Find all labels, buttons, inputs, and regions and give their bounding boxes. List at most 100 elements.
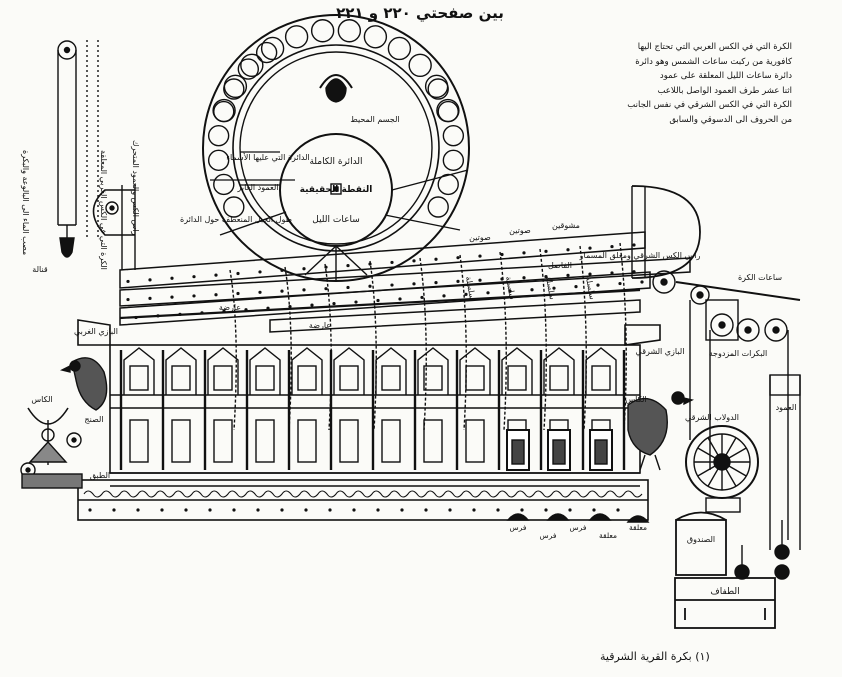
rivet <box>328 508 332 512</box>
chain <box>499 251 507 431</box>
label-eagle-left: البازي الغربي <box>74 327 118 336</box>
bottom-label: معلقة <box>629 523 647 532</box>
dial-window <box>284 25 309 49</box>
door-bay <box>455 347 491 470</box>
rivet <box>616 508 620 512</box>
rivet <box>258 290 262 294</box>
rivet <box>500 252 504 257</box>
chain-label: سلسلة <box>584 276 597 301</box>
door-bay <box>287 347 323 470</box>
rivet <box>184 508 188 512</box>
wheel-spoke <box>725 468 737 487</box>
rivet <box>354 300 358 304</box>
wheel-spoke <box>697 465 716 477</box>
rivet <box>530 288 534 292</box>
rivet <box>346 285 350 290</box>
chain-labels: سلسلة سلسلة سلسلة سلسلة <box>464 276 597 301</box>
chain <box>419 257 427 431</box>
label-bar-lower-left: الطبق <box>90 471 110 480</box>
bottom-label: معلقة <box>599 531 617 540</box>
dial-window <box>255 41 278 64</box>
note-line: كافورية من ركبت ساعات الشمس وهو دائرة <box>635 56 792 67</box>
rivet <box>442 294 446 298</box>
rivet <box>376 508 380 512</box>
rivet <box>486 291 490 295</box>
rivet <box>192 275 196 279</box>
chain <box>229 269 237 431</box>
dial-window <box>427 78 449 100</box>
rivet <box>310 303 314 307</box>
chain-label: سلسلة <box>544 276 557 301</box>
note-line: من الحروف الى الدسوقي والسابق <box>669 114 792 125</box>
label-rope-main: راس الكس الشرقي ومعلق المسمار <box>579 251 701 260</box>
rivet <box>280 268 284 272</box>
dial-window <box>213 100 235 123</box>
rivet <box>574 285 578 289</box>
rivet <box>566 248 570 252</box>
wheel-spoke <box>707 468 719 487</box>
dial-window <box>260 36 285 61</box>
label-box-upper: الصندوق <box>687 535 715 544</box>
rivet <box>280 508 284 512</box>
rivet <box>588 272 592 276</box>
rivet <box>302 267 306 271</box>
dial-night-hours: ساعات الليل <box>312 215 359 225</box>
rivet <box>244 308 248 312</box>
rivet <box>170 276 174 280</box>
note-line: الكرة التي في الكس الشرقي في نفس الجانب <box>627 100 792 110</box>
rivet <box>258 270 262 274</box>
label-pulley-group: البكرات المزدوجة <box>709 349 768 358</box>
rivet <box>456 256 460 260</box>
chain-label: سلسلة <box>464 276 477 301</box>
rivet <box>178 312 182 316</box>
figure-caption: (١) بكرة القرية الشرقية <box>600 650 710 663</box>
wheel-spoke <box>728 465 747 477</box>
rivet <box>112 508 116 512</box>
label-cup-left: الكاس <box>31 395 52 404</box>
dial-window <box>437 100 459 123</box>
dial-window <box>213 173 235 196</box>
wheel-spoke <box>725 437 737 456</box>
vertical-note: الكرة التي في الكس الغربي المعلقة <box>99 150 108 270</box>
rivet <box>136 508 140 512</box>
rivet <box>434 281 438 285</box>
wheel-spoke <box>728 447 747 459</box>
rivet <box>192 294 196 298</box>
door-bay <box>329 347 365 470</box>
rivet <box>214 273 218 277</box>
rivet <box>522 251 526 255</box>
rivet <box>544 249 548 253</box>
rivet <box>588 246 592 250</box>
dial-window <box>207 124 230 147</box>
dial-left-label: العمود العابر <box>237 183 279 192</box>
dial-center-label: النقطة الحقيقية <box>300 185 373 195</box>
right-eagle <box>627 391 695 471</box>
rivet <box>222 309 226 313</box>
dial-window <box>207 149 230 172</box>
label-cup-right: الكاس <box>625 395 646 404</box>
note-line: الكرة التي في الكس العربي التي تحتاج الي… <box>637 42 792 52</box>
chain-label: سلسلة <box>504 276 517 301</box>
dial-window <box>310 19 335 43</box>
base-wave <box>83 490 643 512</box>
dial-inner-title: الدائرة الكاملة <box>309 157 362 167</box>
dial-window <box>437 173 459 196</box>
left-pulley-post <box>57 40 99 258</box>
label-ball-left: الصنج <box>84 415 103 424</box>
rivet <box>434 257 438 261</box>
rivet <box>148 296 152 300</box>
rivet <box>346 263 350 268</box>
dial-window <box>387 36 412 61</box>
rivet <box>520 508 524 512</box>
door-bay <box>161 347 197 470</box>
rivet <box>478 254 482 258</box>
dial-windows <box>207 19 465 218</box>
dial-window <box>240 53 264 77</box>
rivet <box>478 278 482 282</box>
right-wheel <box>685 425 759 513</box>
rivet <box>522 276 526 280</box>
door-bay <box>245 347 281 470</box>
wheel-spoke <box>697 447 716 459</box>
chain <box>369 260 377 431</box>
rivet <box>126 297 130 302</box>
